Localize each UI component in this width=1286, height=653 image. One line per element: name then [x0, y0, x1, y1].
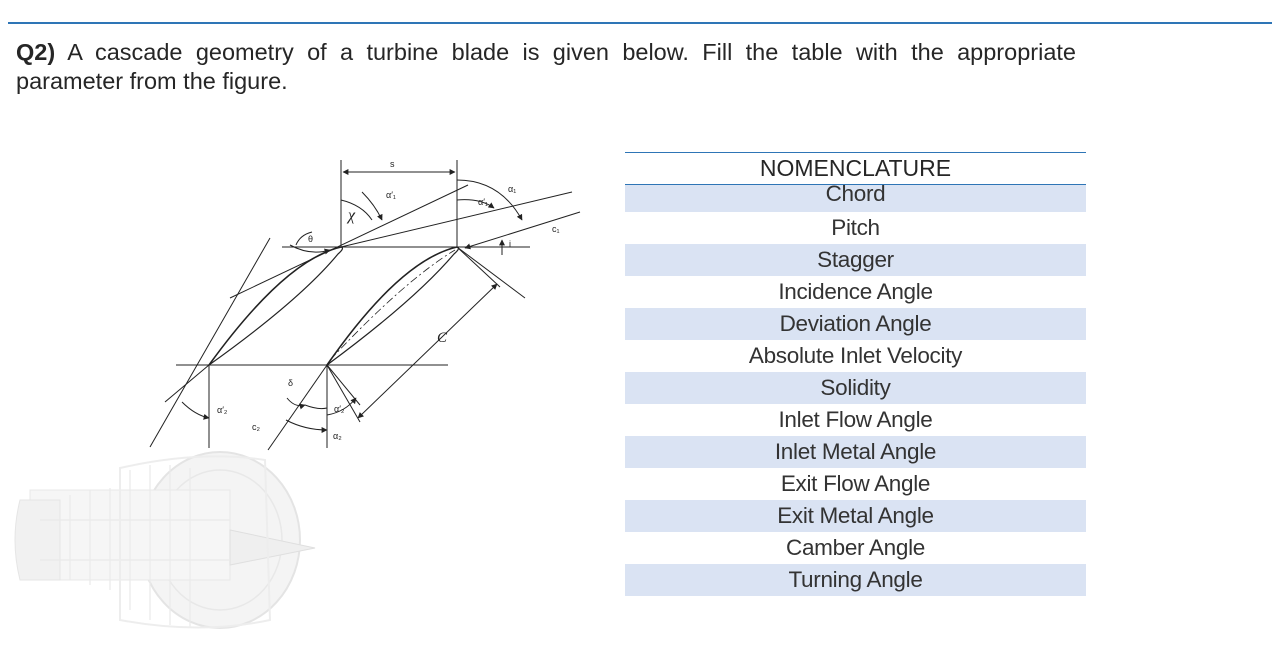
camber-angle-label: θ [308, 234, 313, 244]
table-row-turning-angle: Turning Angle [625, 564, 1086, 596]
table-row-pitch: Pitch [831, 215, 880, 240]
table-row-deviation-angle: Deviation Angle [625, 308, 1086, 340]
inlet-metal-angle-label-2: α′₁ [478, 197, 488, 207]
top-rule [8, 22, 1272, 24]
table-header-rule [625, 184, 1086, 185]
exit-velocity-label: c₂ [252, 422, 261, 432]
cascade-figure: s α′₁ χ α₁ α′₁ c₁ θ i C δ α′₂ α′₂ c₂ α₂ [0, 150, 600, 648]
inlet-flow-angle-label: α₁ [508, 184, 516, 194]
inlet-metal-angle-label: α′₁ [386, 190, 396, 200]
exit-flow-angle-label: α₂ [333, 431, 342, 441]
table-row-stagger: Stagger [625, 244, 1086, 276]
table-row-exit-metal-angle: Exit Metal Angle [625, 500, 1086, 532]
table-top-rule [625, 152, 1086, 153]
table-header: NOMENCLATURE [759, 155, 952, 181]
cascade-diagram: s α′₁ χ α₁ α′₁ c₁ θ i C δ α′₂ α′₂ c₂ α₂ [14, 159, 581, 629]
table-row-incidence-angle: Incidence Angle [778, 279, 933, 304]
stagger-label: χ [346, 207, 356, 224]
table-row-camber-angle: Camber Angle [786, 535, 925, 560]
table-row-exit-flow-angle: Exit Flow Angle [780, 471, 931, 496]
deviation-label: δ [288, 378, 293, 388]
exit-metal-angle-label: α′₂ [217, 405, 228, 415]
nomenclature-table: NOMENCLATURE Chord Pitch Stagger Inciden… [625, 152, 1086, 596]
question-label: Q2) [16, 39, 56, 65]
table-row-inlet-flow-angle: Inlet Flow Angle [778, 407, 933, 432]
engine-illustration [14, 451, 316, 629]
table-row-chord: Chord [625, 182, 1086, 212]
chord-label: C [437, 330, 448, 346]
table-row-absolute-inlet-velocity: Absolute Inlet Velocity [748, 343, 963, 368]
exit-metal-angle-label-2: α′₂ [334, 404, 345, 414]
incidence-label: i [509, 239, 511, 249]
table-row-solidity: Solidity [625, 372, 1086, 404]
table-row-inlet-metal-angle: Inlet Metal Angle [625, 436, 1086, 468]
cascade-lines [149, 160, 581, 451]
pitch-label: s [390, 159, 395, 169]
inlet-velocity-label: c₁ [552, 224, 560, 234]
question-text: Q2) A cascade geometry of a turbine blad… [16, 38, 1076, 96]
question-body: A cascade geometry of a turbine blade is… [16, 39, 1076, 94]
